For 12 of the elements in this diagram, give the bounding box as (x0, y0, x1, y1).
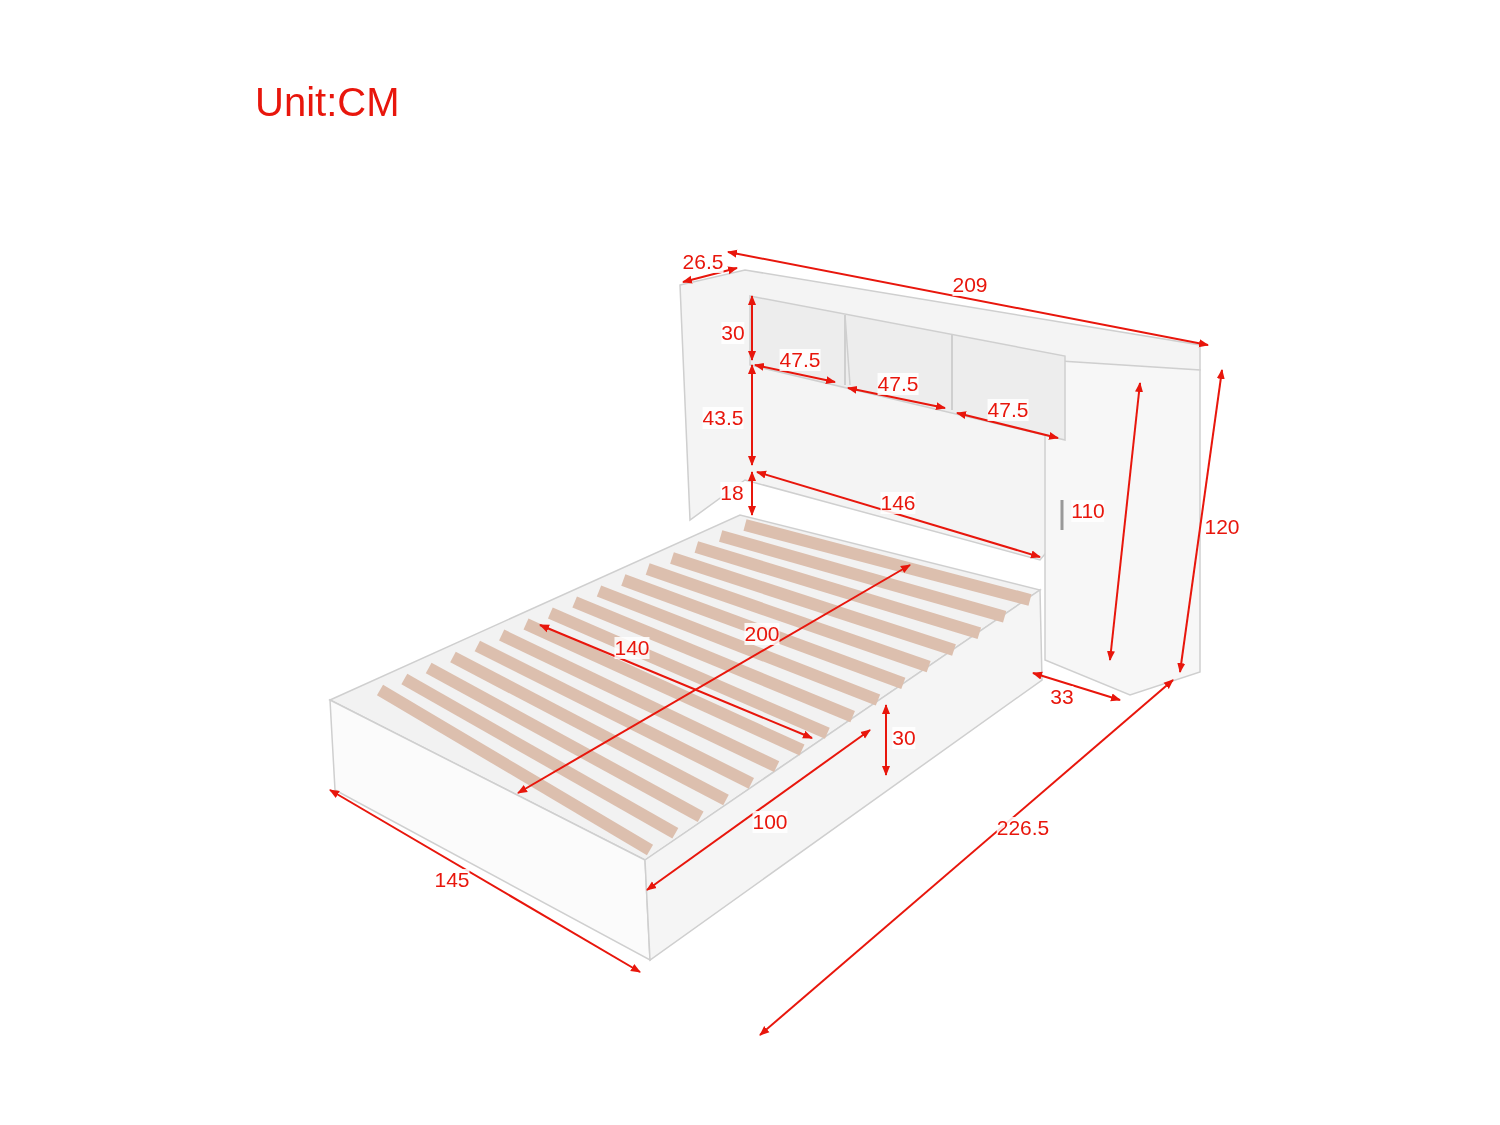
dimension-label: 47.5 (779, 349, 821, 371)
dimension-label: 47.5 (877, 373, 919, 395)
unit-heading: Unit:CM (255, 80, 400, 124)
dimension-label: 30 (892, 727, 916, 749)
dimension-label: 43.5 (702, 407, 744, 429)
dimension-label: 47.5 (987, 399, 1029, 421)
dimension-label: 146 (880, 492, 916, 514)
dimension-label: 110 (1071, 500, 1105, 522)
dimension-label: 200 (744, 623, 780, 645)
dimension-label: 100 (752, 811, 788, 833)
dimension-label: 30 (721, 322, 745, 344)
dimension-label: 140 (614, 637, 650, 659)
